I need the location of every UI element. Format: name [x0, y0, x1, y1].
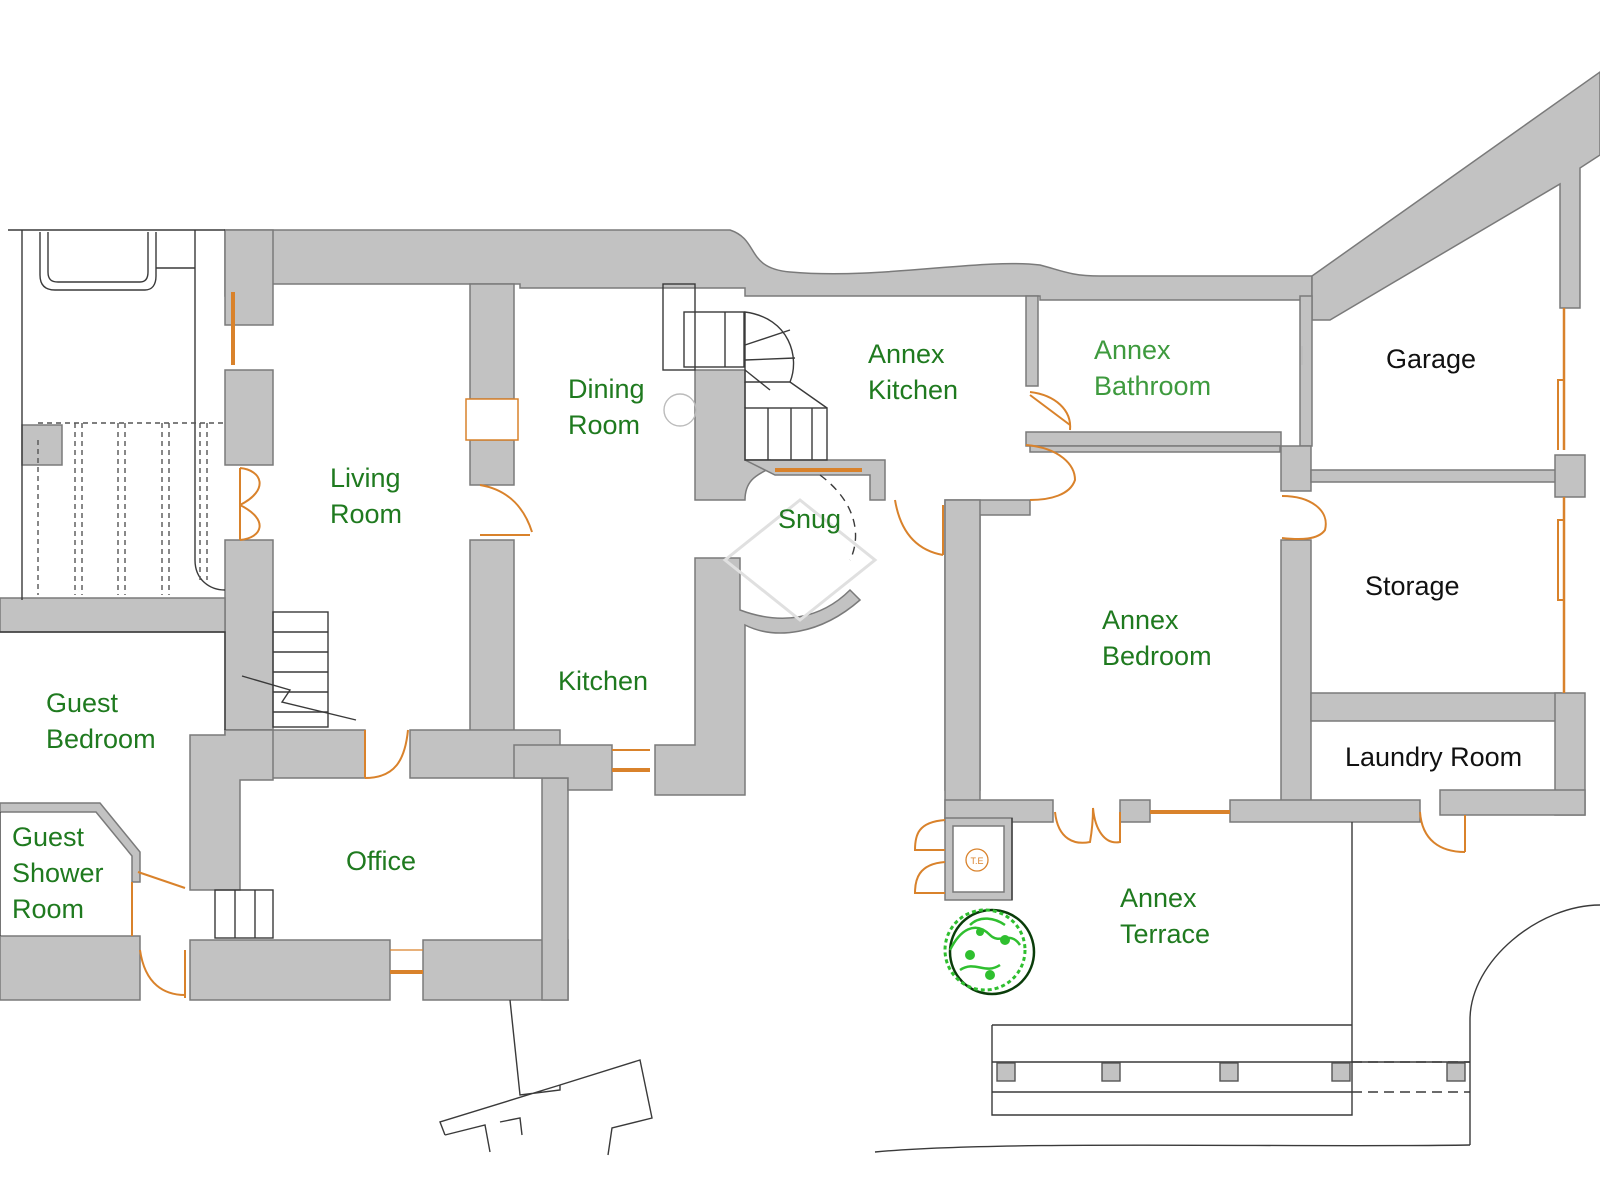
bath-tub	[39, 232, 157, 291]
door-living-office[interactable]	[364, 729, 409, 779]
annex-bedroom-bottom-wall-mid	[1119, 799, 1151, 823]
label-living-room: Living Room	[330, 463, 408, 529]
living-dining-wall-upper	[469, 283, 515, 400]
room-labels: Living Room Dining Room Kitchen Snug Ann…	[12, 335, 1522, 949]
snug-dashed-arc	[819, 474, 857, 561]
tree-icon	[943, 908, 1036, 996]
kitchen-right-wall	[654, 557, 862, 796]
office-bottom-outline	[439, 999, 653, 1156]
top-outer-wall	[224, 229, 1313, 301]
living-stairs	[241, 611, 357, 728]
door-kitchen-window	[612, 749, 650, 771]
door-annex-bedroom-bottom[interactable]	[1054, 807, 1121, 844]
annex-bath-right-wall	[1299, 295, 1313, 447]
annex-bath-bottom-wall	[1025, 431, 1282, 447]
te-label: T.E	[970, 856, 983, 866]
door-guest-office[interactable]	[139, 949, 186, 998]
guest-left-edge	[0, 631, 226, 730]
annex-bedroom-right-wall-lower	[1280, 539, 1312, 821]
label-annex-bedroom: Annex Bedroom	[1102, 605, 1212, 671]
door-living-left[interactable]	[239, 467, 261, 541]
te-fixture: T.E	[965, 848, 989, 872]
annex-terrace-lines	[874, 818, 1600, 1153]
storage-door-notch	[1557, 519, 1564, 601]
annex-kitchen-bath-wall	[1025, 295, 1039, 387]
door-guest-shower[interactable]	[131, 871, 186, 936]
label-guest-shower-room: Guest Shower Room	[12, 822, 111, 924]
storage-bottom-wall	[1310, 692, 1562, 722]
label-annex-bathroom: Annex Bathroom	[1094, 335, 1211, 401]
garage-storage-wall	[1310, 469, 1562, 483]
annex-bedroom-bottom-wall-right	[1229, 799, 1421, 823]
door-snug-annex[interactable]	[894, 499, 944, 556]
door-te[interactable]	[913, 819, 946, 894]
label-snug: Snug	[778, 504, 841, 534]
door-living-dining[interactable]	[479, 484, 533, 536]
annex-bedroom-left-wall	[944, 499, 981, 821]
office-steps	[214, 889, 274, 939]
label-annex-terrace: Annex Terrace	[1120, 883, 1210, 949]
label-kitchen: Kitchen	[558, 666, 648, 696]
guest-shower-bottom-wall	[0, 935, 141, 1001]
left-corridor-wall	[0, 597, 226, 633]
snug-stair-wall	[694, 369, 771, 501]
garage-right-pier	[1554, 454, 1586, 498]
left-terrace-outline	[8, 229, 226, 600]
office-bottom-wall-left	[189, 939, 391, 1001]
door-annex-bath[interactable]	[1025, 391, 1077, 501]
structure-lines	[0, 229, 1600, 1156]
laundry-bottom-wall	[1439, 789, 1586, 816]
label-garage: Garage	[1386, 344, 1476, 374]
office-right-wall	[541, 777, 569, 1001]
label-laundry-room: Laundry Room	[1345, 742, 1522, 772]
walls	[0, 71, 1600, 1001]
snug-top-wall	[744, 459, 886, 501]
terrace-dashes	[37, 422, 225, 595]
terrace-pillars	[996, 1062, 1466, 1082]
doors	[131, 292, 1566, 998]
garage-diagonal-wall	[1311, 71, 1600, 321]
annex-bedroom-top-wall	[1029, 445, 1281, 453]
door-laundry[interactable]	[1419, 811, 1466, 853]
label-guest-bedroom: Guest Bedroom	[46, 688, 156, 754]
left-terrace-post	[21, 424, 63, 466]
label-annex-kitchen: Annex Kitchen	[868, 339, 958, 405]
window-dining	[465, 398, 519, 441]
kitchen-bottom-wall	[513, 744, 613, 791]
spiral-stair	[662, 283, 828, 461]
watermark-logo	[722, 498, 878, 622]
garage-door-notch	[1557, 379, 1564, 450]
annex-bedroom-right-wall-upper	[1280, 445, 1312, 492]
dining-fixture	[663, 393, 697, 427]
living-dining-wall-mid	[469, 439, 515, 486]
living-left-wall-mid	[224, 369, 274, 466]
label-storage: Storage	[1365, 571, 1460, 601]
guest-office-wall	[189, 729, 274, 891]
label-office: Office	[346, 846, 416, 876]
living-left-wall-low	[224, 539, 274, 731]
label-dining-room: Dining Room	[568, 374, 652, 440]
door-annex-bedroom[interactable]	[1281, 495, 1327, 540]
